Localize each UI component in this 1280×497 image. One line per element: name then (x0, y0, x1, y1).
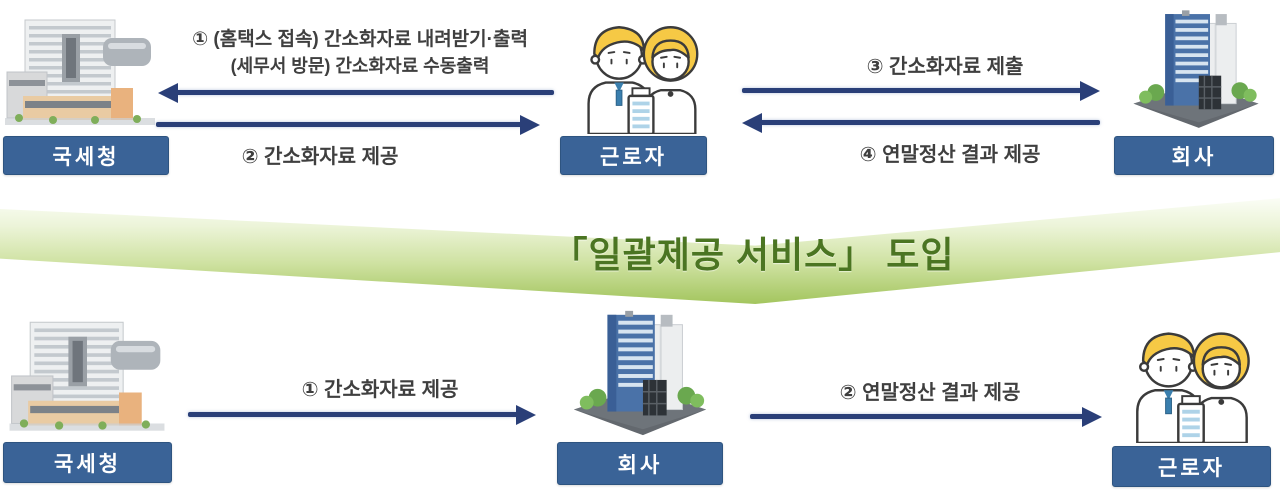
entity-worker-label: 근로자 (1112, 446, 1271, 487)
workers-icon (1116, 318, 1266, 443)
office-building-icon (566, 310, 714, 440)
office-building-icon (1126, 8, 1266, 134)
entity-company-text: 회사 (617, 453, 663, 477)
entity-nts-label: 국세청 (3, 442, 172, 483)
entity-company-label: 회사 (557, 442, 723, 485)
entity-nts-label: 국세청 (3, 136, 169, 175)
banner-title: 「일괄제공 서비스」 도입 (551, 234, 955, 275)
bottom-flow1-label: ① 간소화자료 제공 (301, 379, 459, 401)
workers-icon (566, 12, 716, 134)
government-building-icon (8, 314, 166, 440)
arrow-nts-to-worker (156, 122, 522, 127)
entity-worker-text: 근로자 (600, 145, 667, 169)
arrow-worker-to-company (742, 88, 1082, 93)
arrow-nts-to-company (188, 412, 518, 417)
entity-worker-label: 근로자 (560, 136, 707, 175)
entity-company-text: 회사 (1171, 145, 1217, 169)
entity-nts-text: 국세청 (54, 452, 121, 476)
government-building-icon (5, 12, 155, 134)
flow1-label-line1: ① (홈택스 접속) 간소화자료 내려받기·출력 (192, 29, 528, 50)
flow1-label-line2: (세무서 방문) 간소화자료 수동출력 (230, 56, 490, 76)
arrow-company-to-worker (750, 414, 1084, 419)
bottom-flow2-label: ② 연말정산 결과 제공 (839, 382, 1021, 404)
flow4-label: ④ 연말정산 결과 제공 (859, 144, 1041, 166)
arrow-company-to-worker (760, 120, 1100, 125)
entity-nts-text: 국세청 (52, 145, 120, 169)
flow3-label: ③ 간소화자료 제출 (866, 56, 1024, 78)
entity-company-label: 회사 (1114, 136, 1274, 175)
flow2-label: ② 간소화자료 제공 (241, 146, 399, 168)
arrow-worker-to-nts (176, 90, 554, 95)
entity-worker-text: 근로자 (1158, 456, 1225, 480)
